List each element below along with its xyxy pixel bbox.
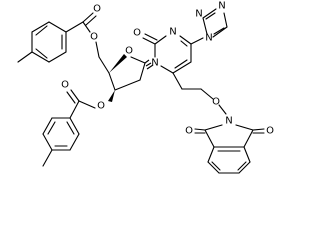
deoxyribose-ring (98, 54, 154, 102)
atom-o-ester-top-link: O (90, 32, 98, 43)
lower-toluoyl-group (42, 89, 96, 167)
atom-o-ring: O (125, 46, 133, 57)
atom-o-phthalimide-right: O (266, 126, 274, 137)
atom-o-ester-top-carbonyl: O (93, 4, 101, 15)
atom-n-phthalimide: N (225, 116, 232, 127)
atom-n-triazole-1: N (205, 33, 212, 44)
chemical-structure: O O O O O N N O N N N O N O O (17, 1, 274, 174)
pyrimidinone-ring (142, 33, 204, 74)
atom-n-triazole-2: N (195, 9, 202, 20)
triazole-ring (202, 8, 228, 38)
atom-o-phthalimide-left: O (185, 126, 193, 137)
atom-n-pyrimidine-3: N (169, 27, 176, 38)
ethoxy-linker (172, 72, 227, 115)
atom-n-triazole-4: N (218, 1, 225, 12)
phthalimide-group (194, 124, 265, 174)
upper-toluoyl-group (17, 12, 100, 63)
atom-o-ether: O (212, 97, 220, 108)
atom-n-pyrimidine-1: N (151, 58, 158, 69)
atom-o-ester-bottom-link: O (97, 101, 105, 112)
atom-o-ester-bottom-carbonyl: O (61, 80, 69, 91)
atom-o-pyrimidine-carbonyl: O (133, 28, 141, 39)
